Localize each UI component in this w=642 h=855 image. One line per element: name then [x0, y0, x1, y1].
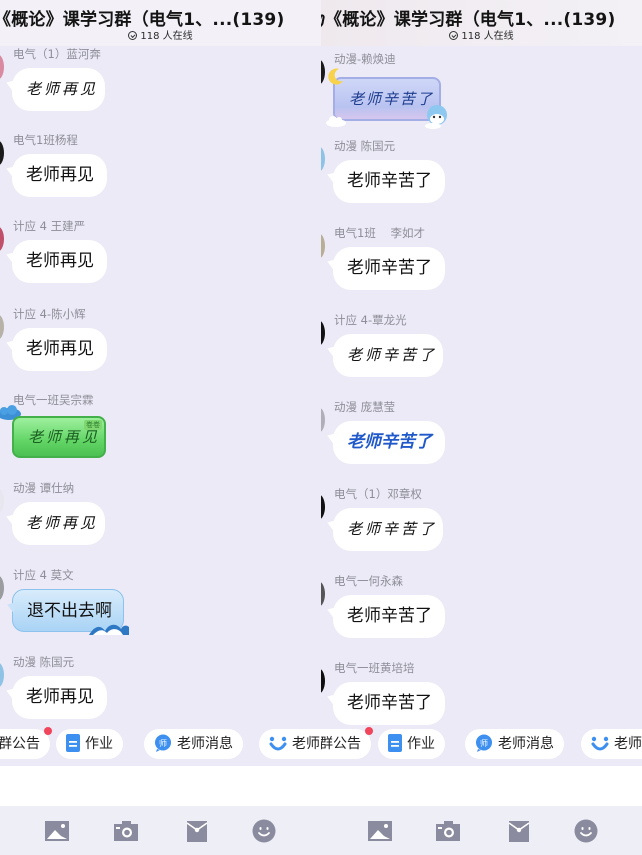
notification-badge	[44, 727, 52, 735]
homework-button[interactable]: 作业	[378, 729, 445, 759]
sender-name: 电气一班黄培培	[334, 661, 415, 675]
group-title[interactable]: 《概论》课学习群（电气1、...(139)	[325, 10, 616, 30]
quick-actions-bar[interactable]: 群公告 作业 师老师消息 老师	[321, 725, 642, 765]
emoji-icon[interactable]	[252, 819, 276, 843]
bubble-tag: 卷卷	[84, 420, 102, 430]
camera-icon[interactable]	[436, 819, 460, 843]
sender-name: 动漫 陈国元	[334, 139, 396, 153]
avatar[interactable]	[0, 488, 4, 514]
document-icon	[388, 734, 402, 752]
message-bubble[interactable]: 老师辛苦了	[333, 334, 443, 377]
moon-decoration-icon	[328, 68, 343, 85]
message-bubble[interactable]: 老师辛苦了	[333, 682, 445, 725]
group-title[interactable]: 《概论》课学习群（电气1、...(139)	[0, 10, 285, 30]
message-bubble[interactable]: 老师辛苦了	[333, 421, 445, 464]
sender-name: 动漫 庞慧莹	[334, 400, 396, 414]
message-bubble[interactable]: 老师再见	[12, 240, 107, 283]
group-notice-button[interactable]: 群公告	[0, 727, 52, 759]
teacher-button[interactable]: 老师	[581, 729, 642, 759]
svg-text:师: 师	[480, 738, 488, 748]
teacher-chat-icon: 师	[155, 734, 171, 752]
avatar[interactable]	[321, 146, 325, 172]
message-list[interactable]: 动漫-赖焕迪 老师辛苦了 动漫 陈国元 老师辛苦了 电气1班 李如才 老师辛苦了…	[321, 46, 642, 725]
avatar[interactable]	[321, 59, 325, 85]
message-bubble[interactable]: 老师再见卷卷	[12, 416, 106, 458]
wave-decoration-icon	[89, 624, 129, 635]
message-bubble[interactable]: 老师辛苦了	[333, 160, 445, 203]
chat-panel-right: 《概论》课学习群（电气1、...(139) 118 人在线 动漫-赖焕迪 老师辛…	[321, 0, 642, 855]
svg-text:师: 师	[159, 738, 167, 748]
avatar[interactable]	[0, 314, 4, 340]
chat-panel-left: 《概论》课学习群（电气1、...(139) 118 人在线 电气（1）蓝河奔 老…	[0, 0, 321, 855]
document-icon	[66, 734, 80, 752]
message-bubble[interactable]: 老师再见	[12, 328, 107, 371]
message-bubble[interactable]: 退不出去啊	[12, 589, 129, 635]
sender-name: 计应 4-陈小辉	[13, 307, 86, 321]
smile-u-icon	[591, 736, 609, 751]
input-toolbar	[321, 806, 642, 855]
avatar[interactable]	[0, 575, 4, 601]
sender-name: 电气1班杨程	[13, 133, 78, 147]
online-count[interactable]: 118 人在线	[321, 27, 642, 42]
sender-name: 电气（1）邓章权	[334, 487, 422, 501]
avatar[interactable]	[0, 226, 4, 252]
smile-u-icon	[269, 736, 287, 751]
hand-gesture-icon[interactable]	[321, 10, 331, 32]
red-packet-icon[interactable]	[507, 819, 531, 843]
avatar[interactable]	[0, 54, 4, 80]
avatar[interactable]	[321, 320, 325, 346]
quick-actions-bar[interactable]: 群公告 作业 师老师消息 老师	[0, 725, 321, 765]
sender-name: 动漫 谭仕纳	[13, 481, 75, 495]
image-icon[interactable]	[368, 819, 392, 843]
sender-name: 电气1班 李如才	[334, 226, 425, 240]
cloud-decoration-icon	[326, 116, 346, 127]
mascot-decoration-icon	[425, 105, 447, 129]
notification-badge	[365, 727, 373, 735]
message-input[interactable]	[321, 766, 642, 806]
avatar[interactable]	[0, 140, 4, 166]
message-bubble[interactable]: 老师再见	[12, 68, 105, 111]
sender-name: 动漫-赖焕迪	[334, 52, 396, 66]
online-count[interactable]: 118 人在线	[0, 27, 321, 42]
sender-name: 电气（1）蓝河奔	[13, 47, 101, 61]
teacher-chat-icon: 师	[476, 734, 492, 752]
message-bubble[interactable]: 老师再见	[12, 676, 107, 719]
chat-header: 《概论》课学习群（电气1、...(139) 118 人在线	[321, 0, 642, 46]
message-bubble[interactable]: 老师辛苦了	[333, 508, 443, 551]
sender-name: 计应 4-覃龙光	[334, 313, 407, 327]
avatar[interactable]	[321, 233, 325, 259]
message-bubble[interactable]: 老师辛苦了	[333, 247, 445, 290]
input-toolbar	[0, 806, 321, 855]
camera-icon[interactable]	[114, 819, 138, 843]
message-list[interactable]: 电气（1）蓝河奔 老师再见 电气1班杨程 老师再见 计应 4 王建严 老师再见 …	[0, 46, 321, 720]
image-icon[interactable]	[45, 819, 69, 843]
sender-name: 动漫 陈国元	[13, 655, 75, 669]
avatar[interactable]	[321, 581, 325, 607]
clock-icon	[128, 31, 138, 40]
sender-name: 电气一班吴宗霖	[13, 393, 94, 407]
sender-name: 电气一何永森	[334, 574, 403, 588]
message-bubble[interactable]: 老师再见	[12, 154, 107, 197]
message-bubble[interactable]: 老师辛苦了	[333, 595, 445, 638]
message-bubble[interactable]: 老师辛苦了	[326, 68, 447, 129]
sender-name: 计应 4 莫文	[13, 568, 74, 582]
sender-name: 计应 4 王建严	[13, 219, 86, 233]
avatar[interactable]	[321, 668, 325, 694]
group-notice-button[interactable]: 群公告	[321, 727, 373, 759]
teacher-messages-button[interactable]: 师老师消息	[465, 729, 564, 759]
red-packet-icon[interactable]	[185, 819, 209, 843]
homework-button[interactable]: 作业	[56, 729, 123, 759]
teacher-messages-button[interactable]: 师老师消息	[144, 729, 243, 759]
message-input[interactable]	[0, 766, 321, 806]
message-bubble[interactable]: 老师再见	[12, 502, 105, 545]
chat-header: 《概论》课学习群（电气1、...(139) 118 人在线	[0, 0, 321, 46]
clock-icon	[449, 31, 459, 40]
avatar[interactable]	[321, 494, 325, 520]
avatar[interactable]	[321, 407, 325, 433]
avatar[interactable]	[0, 662, 4, 688]
teacher-button[interactable]: 老师	[259, 729, 321, 759]
emoji-icon[interactable]	[574, 819, 598, 843]
